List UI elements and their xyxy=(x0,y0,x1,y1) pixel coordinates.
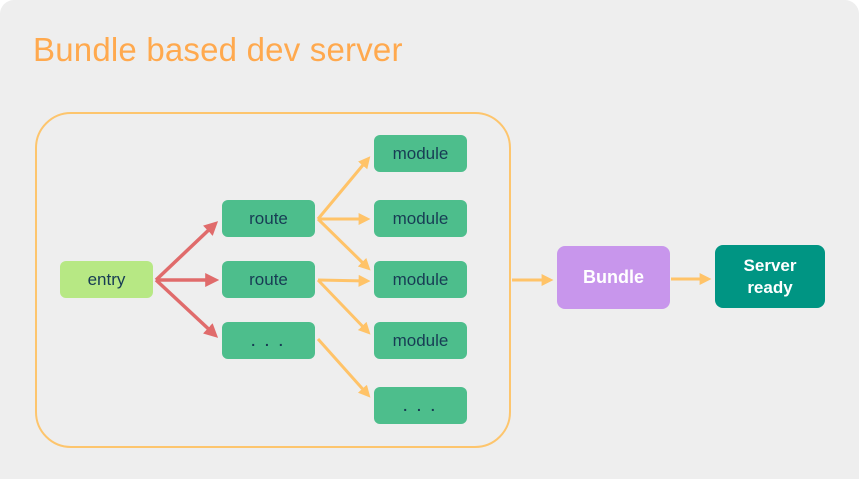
route-node-2-label: route xyxy=(249,269,288,289)
server-ready-line-1: Server xyxy=(743,256,797,276)
bundle-node: Bundle xyxy=(557,246,670,309)
module-node-4-label: module xyxy=(392,330,449,350)
module-node-1-label: module xyxy=(392,143,449,163)
route-node-more: . . . xyxy=(222,322,315,359)
module-node-more-label: . . . xyxy=(403,397,438,414)
route-node-2: route xyxy=(222,261,315,298)
route-node-1-label: route xyxy=(249,208,288,228)
entry-node-label: entry xyxy=(87,269,126,289)
module-node-3-label: module xyxy=(392,269,449,289)
module-node-2-label: module xyxy=(392,208,449,228)
module-node-2: module xyxy=(374,200,467,237)
module-node-3: module xyxy=(374,261,467,298)
module-node-more: . . . xyxy=(374,387,467,424)
route-node-more-label: . . . xyxy=(251,332,286,349)
route-node-1: route xyxy=(222,200,315,237)
page-title: Bundle based dev server xyxy=(33,31,403,68)
module-node-4: module xyxy=(374,322,467,359)
entry-node: entry xyxy=(60,261,153,298)
bundle-node-label: Bundle xyxy=(583,267,644,287)
server-ready-line-2: ready xyxy=(747,277,793,297)
server-ready-node: Server ready xyxy=(715,245,825,308)
module-node-1: module xyxy=(374,135,467,172)
module-graph-container xyxy=(35,112,511,448)
